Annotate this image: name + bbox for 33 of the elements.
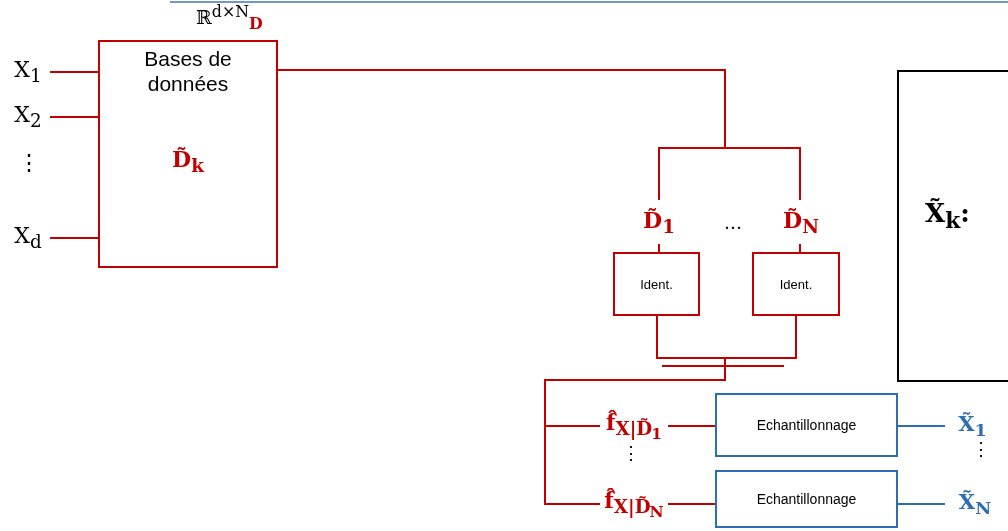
connector-line xyxy=(658,243,660,253)
box-label: Echantillonnage xyxy=(756,417,857,433)
connector-line xyxy=(897,425,946,427)
ellipsis: ⋮ xyxy=(18,150,40,175)
connector-line xyxy=(897,503,946,505)
math-label: D̃$_{N}$ xyxy=(783,206,819,238)
database-box xyxy=(98,40,278,268)
ellipsis: … xyxy=(724,212,742,233)
math-label: X̃$_{k}$: xyxy=(925,198,970,234)
ellipsis: ⋮ xyxy=(622,442,640,463)
ellipsis: ⋮ xyxy=(972,438,990,459)
box-label: Ident. xyxy=(779,276,813,292)
math-label: X̃$_{N}$ xyxy=(958,489,992,519)
math-label: X̃$_{1}$ xyxy=(958,411,987,441)
connector-line xyxy=(667,425,716,427)
connector-line xyxy=(49,71,99,73)
math-label: D̃$_{1}$ xyxy=(643,206,675,238)
box-label: Ident. xyxy=(640,276,673,292)
connector-line xyxy=(667,503,716,505)
variable-label: X$_{1}$ xyxy=(14,57,42,87)
math-label: D̃$_{k}$ xyxy=(171,146,206,178)
process-box xyxy=(752,252,840,316)
process-box xyxy=(715,470,898,528)
box-title: Bases de données xyxy=(143,46,233,97)
box-label: Echantillonnage xyxy=(756,491,857,507)
output-box xyxy=(897,70,1008,382)
connector-line xyxy=(799,243,801,253)
process-box xyxy=(613,252,700,316)
connector-line xyxy=(49,116,99,118)
variable-label: X$_{d}$ xyxy=(14,223,42,253)
process-box xyxy=(715,393,898,457)
variable-label: X$_{2}$ xyxy=(14,102,42,132)
connector-line xyxy=(49,237,99,239)
